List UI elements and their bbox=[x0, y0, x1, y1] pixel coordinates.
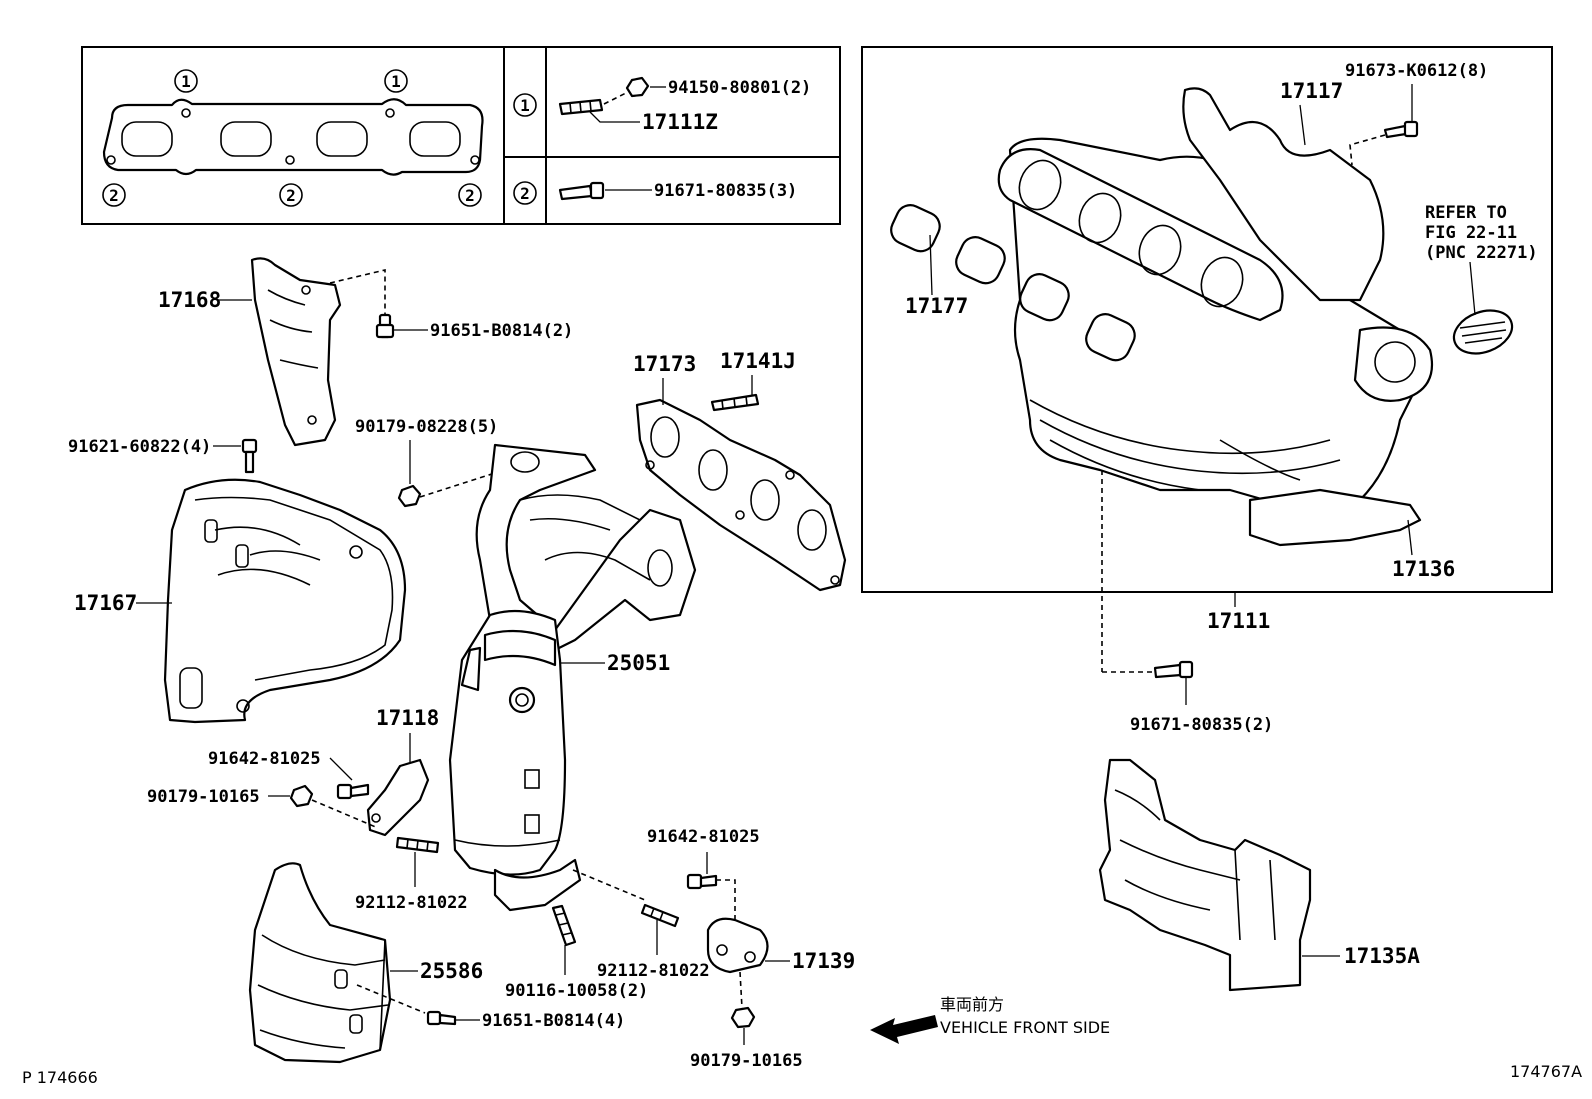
insulator-17167-drawing bbox=[163, 478, 407, 724]
bolt-91621-icon bbox=[241, 438, 258, 474]
bolt-91642-b-icon bbox=[686, 873, 718, 890]
label-17136: 17136 bbox=[1392, 557, 1455, 581]
label-92112-a: 92112-81022 bbox=[355, 893, 468, 913]
bolt-91642-a-icon bbox=[336, 783, 370, 800]
legend-bolt-label: 91671-80835(3) bbox=[654, 181, 797, 201]
insulator-17135a-drawing bbox=[1098, 758, 1312, 992]
stud-92112-a-icon bbox=[395, 836, 440, 854]
legend-row1-callout: 1 bbox=[513, 93, 537, 117]
label-90179-10165-b: 90179-10165 bbox=[690, 1051, 803, 1071]
label-92112-b: 92112-81022 bbox=[597, 961, 710, 981]
legend-row2-callout: 2 bbox=[513, 181, 537, 205]
exhaust-manifold-drawing bbox=[448, 443, 697, 912]
label-25051: 25051 bbox=[607, 651, 670, 675]
label-17118: 17118 bbox=[376, 706, 439, 730]
exhaust-gasket-drawing bbox=[102, 98, 484, 176]
svg-text:1: 1 bbox=[520, 96, 530, 115]
label-17111: 17111 bbox=[1207, 609, 1270, 633]
label-17173: 17173 bbox=[633, 352, 696, 376]
svg-text:2: 2 bbox=[109, 186, 119, 205]
intake-gaskets bbox=[890, 204, 1136, 362]
callout-1-left: 1 bbox=[174, 69, 198, 93]
label-17135a: 17135A bbox=[1344, 944, 1420, 968]
intake-manifold-box: 91673-K0612(8) 17117 17177 REFER TO FIG … bbox=[861, 46, 1553, 673]
label-91651-2: 91651-B0814(2) bbox=[430, 321, 573, 341]
bolt-icon bbox=[558, 181, 605, 201]
bolt-91651-b-icon bbox=[426, 1010, 457, 1026]
nut-90179-10165-a-icon bbox=[289, 784, 314, 808]
label-17117: 17117 bbox=[1280, 79, 1343, 103]
svg-text:1: 1 bbox=[391, 72, 401, 91]
svg-text:2: 2 bbox=[286, 186, 296, 205]
gasket-legend: 1 1 2 2 2 1 2 94150 bbox=[81, 46, 841, 225]
callout-2-mid: 2 bbox=[279, 183, 303, 207]
stud-92112-b-icon bbox=[640, 903, 680, 928]
footer-figure-code: 174767A bbox=[1510, 1062, 1582, 1081]
stud-90116-icon bbox=[551, 904, 577, 947]
callout-1-right: 1 bbox=[384, 69, 408, 93]
callout-2-left: 2 bbox=[102, 183, 126, 207]
direction-label-jp: 車両前方 bbox=[940, 995, 1004, 1014]
vehicle-front-arrow-icon bbox=[870, 1015, 938, 1044]
footer-page-code: P 174666 bbox=[22, 1068, 98, 1087]
bolt-91651-a-icon bbox=[375, 313, 395, 339]
legend-stud-label: 17111Z bbox=[642, 110, 718, 134]
label-17168: 17168 bbox=[158, 288, 221, 312]
label-17167: 17167 bbox=[74, 591, 137, 615]
label-91642-b: 91642-81025 bbox=[647, 827, 760, 847]
label-91642-a: 91642-81025 bbox=[208, 749, 321, 769]
label-91673: 91673-K0612(8) bbox=[1345, 61, 1488, 81]
label-90179-10165-a: 90179-10165 bbox=[147, 787, 260, 807]
label-25586: 25586 bbox=[420, 959, 483, 983]
label-17141j: 17141J bbox=[720, 349, 796, 373]
label-90179-08228: 90179-08228(5) bbox=[355, 417, 498, 437]
bolt-91673-icon bbox=[1383, 120, 1419, 139]
stud-17141j-icon bbox=[710, 393, 760, 412]
bolt-91671-icon bbox=[1153, 660, 1194, 679]
insulator-17168-drawing bbox=[250, 257, 342, 447]
stud-icon bbox=[558, 98, 604, 116]
label-90116: 90116-10058(2) bbox=[505, 981, 648, 1001]
direction-label-en: VEHICLE FRONT SIDE bbox=[940, 1018, 1110, 1037]
refer-line-3: (PNC 22271) bbox=[1425, 243, 1538, 263]
refer-line-1: REFER TO bbox=[1425, 203, 1507, 223]
gasket-17173-drawing bbox=[635, 398, 847, 592]
label-91671-2: 91671-80835(2) bbox=[1130, 715, 1273, 735]
nut-90179-08228-icon bbox=[397, 484, 422, 508]
label-17177: 17177 bbox=[905, 294, 968, 318]
intake-manifold-drawing bbox=[997, 87, 1514, 547]
svg-text:2: 2 bbox=[465, 186, 475, 205]
label-17139: 17139 bbox=[792, 949, 855, 973]
nut-icon bbox=[625, 76, 650, 98]
insulator-25586-drawing bbox=[248, 862, 392, 1064]
legend-nut-label: 94150-80801(2) bbox=[668, 78, 811, 98]
label-91621: 91621-60822(4) bbox=[68, 437, 211, 457]
svg-text:2: 2 bbox=[520, 184, 530, 203]
bracket-17118-drawing bbox=[366, 758, 430, 837]
label-91651-4: 91651-B0814(4) bbox=[482, 1011, 625, 1031]
refer-line-2: FIG 22-11 bbox=[1425, 223, 1517, 243]
nut-90179-10165-b-icon bbox=[730, 1006, 756, 1029]
callout-2-right: 2 bbox=[458, 183, 482, 207]
bracket-17139-drawing bbox=[706, 917, 769, 974]
svg-text:1: 1 bbox=[181, 72, 191, 91]
